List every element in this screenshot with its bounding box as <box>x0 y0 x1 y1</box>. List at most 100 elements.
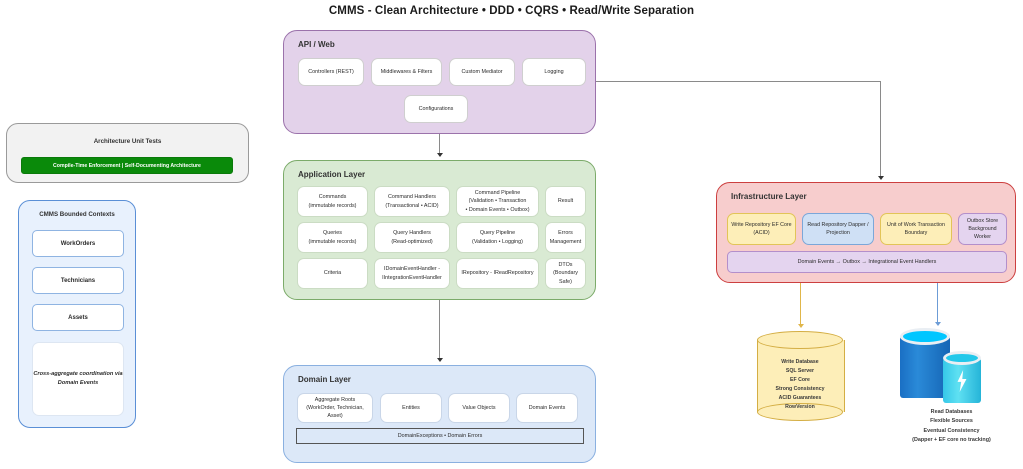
node-label: Read Repository <box>807 221 847 228</box>
node-label: Entities <box>402 404 420 411</box>
read-databases-label: Read Databases Flexible Sources Eventual… <box>880 408 1023 446</box>
bounded-context-label: Technicians <box>60 277 96 284</box>
node-value-objects[interactable]: Value Objects <box>448 393 510 423</box>
node-command-handlers[interactable]: Command Handlers (Transactional • ACID) <box>374 186 450 217</box>
node-label: Command Handlers <box>388 194 436 201</box>
node-label: Queries <box>323 230 342 237</box>
connector-api-to-infrastructure-vertical <box>880 81 882 177</box>
domain-exceptions-label: DomainExceptions • Domain Errors <box>397 433 483 439</box>
lightning-bolt-icon <box>957 370 967 392</box>
node-label: Configurations <box>418 105 454 112</box>
domain-layer[interactable]: Domain Layer Aggregate Roots (WorkOrder,… <box>283 365 596 463</box>
bounded-context-technicians[interactable]: Technicians <box>32 267 124 294</box>
node-sublabel: Management <box>549 238 582 245</box>
node-custom-mediator[interactable]: Custom Mediator <box>449 58 515 86</box>
node-sublabel: (WorkOrder, Technician, <box>306 404 364 411</box>
node-commands[interactable]: Commands (immutable records) <box>297 186 368 217</box>
cylinder-bottom <box>757 403 843 421</box>
node-criteria[interactable]: Criteria <box>297 258 368 289</box>
node-label: Unit of Work <box>887 221 917 228</box>
node-sublabel: (Transactional • ACID) <box>385 202 439 209</box>
node-controllers-rest[interactable]: Controllers (REST) <box>298 58 364 86</box>
node-label: Value Objects <box>462 404 496 411</box>
node-label: Result <box>557 198 574 205</box>
domain-events-outbox-bar[interactable]: Domain Events → Outbox → Integrational E… <box>727 251 1007 273</box>
node-label: Criteria <box>323 270 342 277</box>
node-sublabel: (Validation • Transaction <box>468 198 527 205</box>
connector-api-to-infrastructure-horizontal <box>596 81 881 83</box>
node-sublabel: (immutable records) <box>308 202 357 209</box>
bounded-context-workorders[interactable]: WorkOrders <box>32 230 124 257</box>
node-label: Outbox Store <box>966 217 999 224</box>
node-label: Logging <box>544 68 564 75</box>
connector-api-to-application <box>439 134 441 156</box>
node-errors-management[interactable]: Errors Management <box>545 222 586 253</box>
read-db-line-1: Read Databases <box>930 409 973 415</box>
write-db-line-5: ACID Guarantees <box>778 395 822 402</box>
node-domain-events[interactable]: Domain Events <box>516 393 578 423</box>
bounded-contexts-panel[interactable]: CMMS Bounded Contexts WorkOrders Technic… <box>18 200 136 428</box>
domain-exceptions-bar[interactable]: DomainExceptions • Domain Errors <box>296 428 584 444</box>
node-command-pipeline[interactable]: Command Pipeline (Validation • Transacti… <box>456 186 539 217</box>
node-sublabel2: Asset) <box>327 413 343 420</box>
arrowhead-write-db <box>797 324 804 328</box>
node-queries[interactable]: Queries (immutable records) <box>297 222 368 253</box>
node-result[interactable]: Result <box>545 186 586 217</box>
node-write-repository[interactable]: Write Repository EF Core (ACID) <box>727 213 796 245</box>
banner-label: Compile-Time Enforcement | Self-Document… <box>53 162 201 169</box>
cross-aggregate-note: Cross-aggregate coordination via Domain … <box>32 342 124 416</box>
node-label: Aggregate Roots <box>314 396 356 403</box>
node-dtos[interactable]: DTOs (Boundary Safe) <box>545 258 586 289</box>
node-sublabel: (Boundary Safe) <box>553 270 578 285</box>
node-aggregate-roots[interactable]: Aggregate Roots (WorkOrder, Technician, … <box>297 393 373 423</box>
compile-time-enforcement-banner[interactable]: Compile-Time Enforcement | Self-Document… <box>21 157 233 174</box>
node-label: Command Pipeline <box>474 190 521 197</box>
node-label: Middlewares & Filters <box>380 68 433 75</box>
architecture-unit-tests-panel[interactable]: Architecture Unit Tests Compile-Time Enf… <box>6 123 249 183</box>
note-line-3: Domain Events <box>57 380 99 386</box>
read-databases-cylinders[interactable] <box>898 328 993 408</box>
note-line-2: coordination via <box>79 371 123 378</box>
infrastructure-layer[interactable]: Infrastructure Layer Write Repository EF… <box>716 182 1016 283</box>
node-logging[interactable]: Logging <box>522 58 586 86</box>
arrowhead-application <box>436 153 443 157</box>
node-query-handlers[interactable]: Query Handlers (Read-optimized) <box>374 222 450 253</box>
node-entities[interactable]: Entities <box>380 393 442 423</box>
node-unit-of-work[interactable]: Unit of Work Transaction Boundary <box>880 213 952 245</box>
node-sublabel: Dapper / Projection <box>826 221 869 236</box>
bounded-context-assets[interactable]: Assets <box>32 304 124 331</box>
node-label: Domain Events <box>528 404 566 411</box>
node-outbox-store[interactable]: Outbox Store Background Worker <box>958 213 1007 245</box>
node-domain-event-handler[interactable]: IDomainEventHandler - IIntegrationEventH… <box>374 258 450 289</box>
read-db-line-3: Eventual Consistency <box>923 427 980 434</box>
write-db-line-3: EF Core <box>790 377 810 384</box>
node-query-pipeline[interactable]: Query Pipeline (Validation • Logging) <box>456 222 539 253</box>
application-layer-title: Application Layer <box>298 170 366 179</box>
write-database-cylinder[interactable]: Write Database SQL Server EF Core Strong… <box>757 331 845 421</box>
node-middlewares-filters[interactable]: Middlewares & Filters <box>371 58 442 86</box>
read-db-secondary-top <box>943 351 981 365</box>
read-db-primary-top <box>900 328 950 345</box>
read-db-line-2: Flexible Sources <box>930 418 973 425</box>
node-repository-interfaces[interactable]: IRepository - IReadRepository <box>456 258 539 289</box>
node-label: Commands <box>318 194 347 201</box>
read-db-primary-cylinder <box>900 336 950 398</box>
arrowhead-infrastructure <box>877 176 884 180</box>
application-layer[interactable]: Application Layer Commands (immutable re… <box>283 160 596 300</box>
write-db-line-1: Write Database <box>781 359 819 365</box>
node-read-repository[interactable]: Read Repository Dapper / Projection <box>802 213 874 245</box>
domain-events-outbox-label: Domain Events → Outbox → Integrational E… <box>797 259 937 265</box>
bounded-context-label: WorkOrders <box>60 240 96 247</box>
node-configurations[interactable]: Configurations <box>404 95 468 123</box>
architecture-unit-tests-title: Architecture Unit Tests <box>93 138 162 145</box>
bounded-contexts-title: CMMS Bounded Contexts <box>39 211 115 218</box>
note-line-1: Cross-aggregate <box>33 371 78 378</box>
arrowhead-read-db <box>934 322 941 326</box>
node-sublabel: (immutable records) <box>308 238 357 245</box>
connector-infrastructure-to-write-db <box>800 283 802 325</box>
api-web-layer[interactable]: API / Web Controllers (REST) Middlewares… <box>283 30 596 134</box>
write-db-line-4: Strong Consistency <box>775 386 825 393</box>
node-label: Errors <box>558 230 573 237</box>
node-label: IDomainEventHandler - <box>383 266 440 273</box>
node-sublabel: IIntegrationEventHandler <box>382 274 442 281</box>
